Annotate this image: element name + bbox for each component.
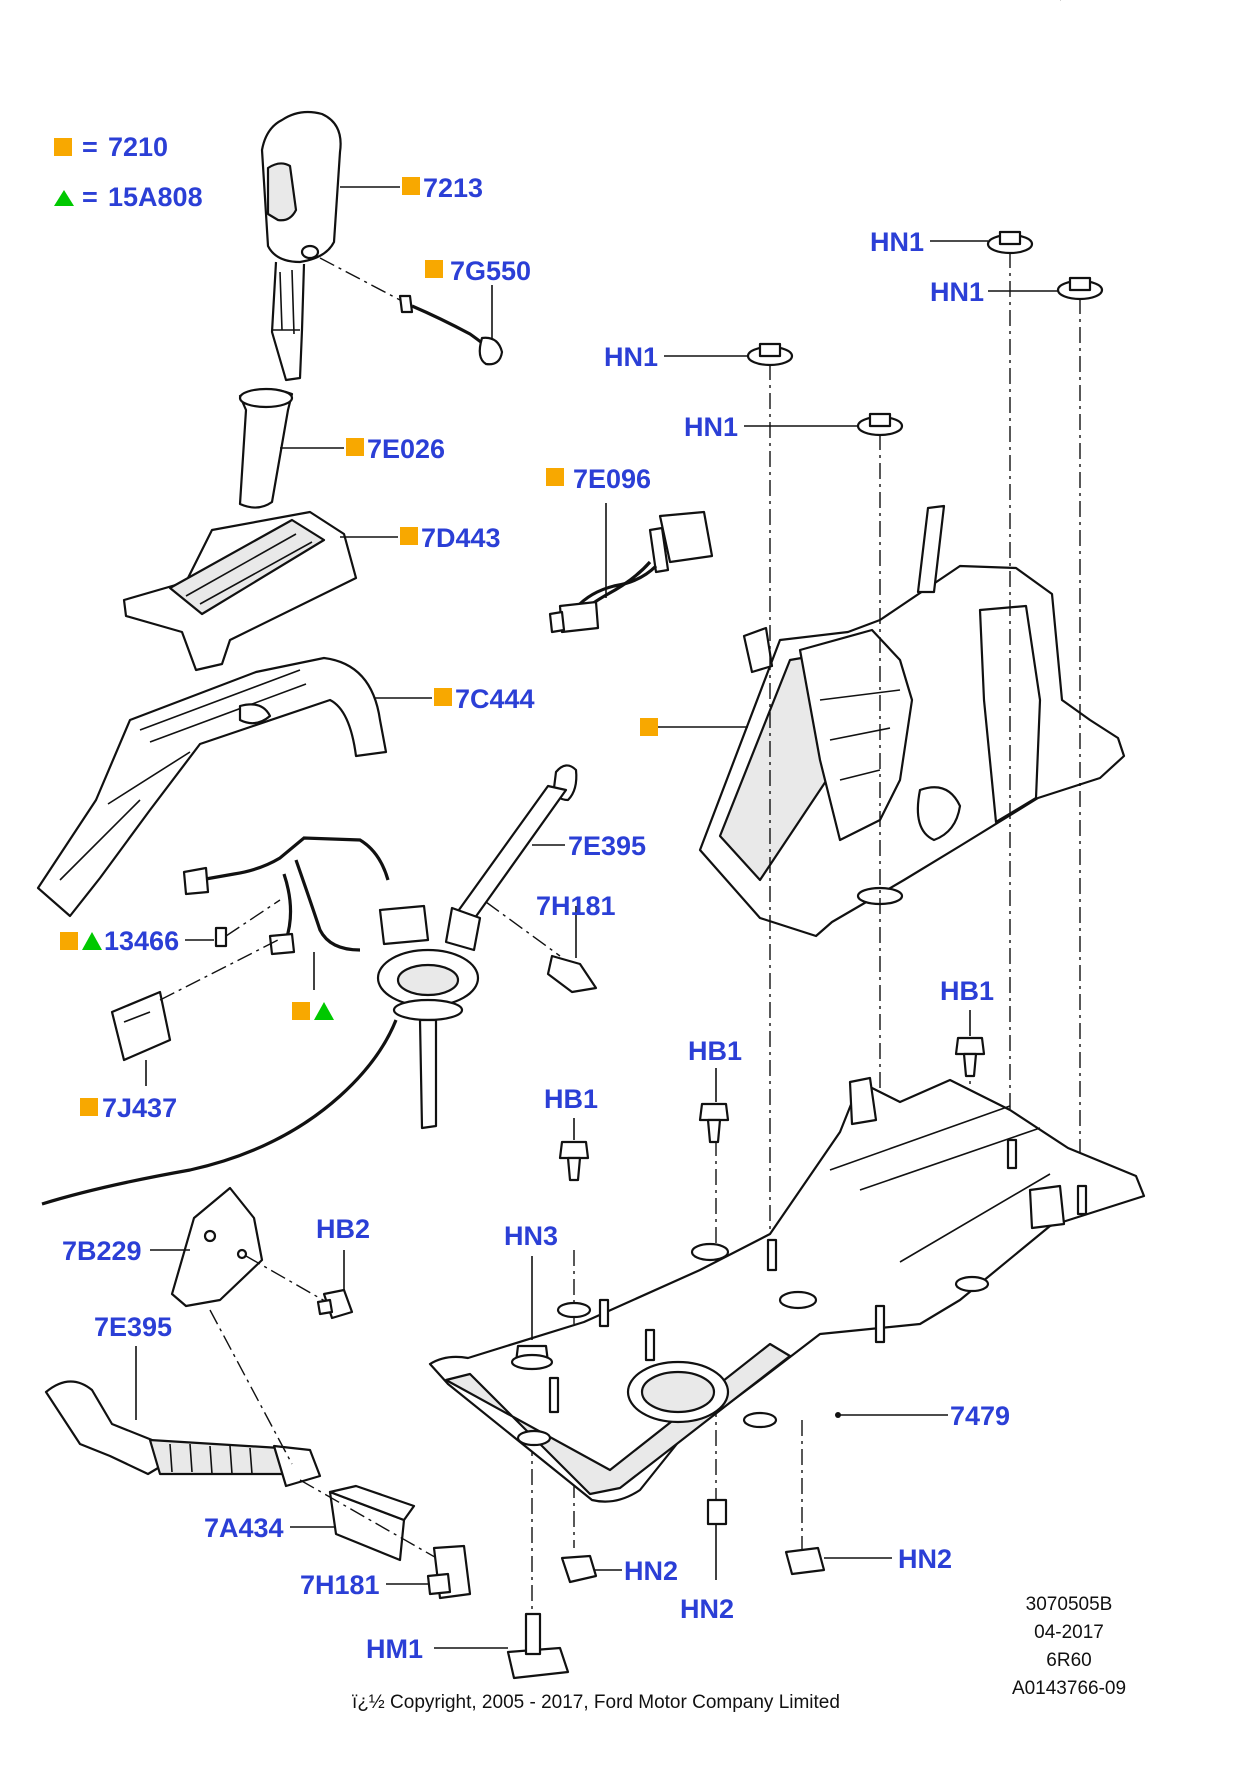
legend-code-7210: 7210 <box>108 132 168 162</box>
legend-square-marker <box>54 138 72 156</box>
callout-7479: 7479 <box>950 1401 1010 1431</box>
callout-hn3: HN3 <box>504 1221 558 1251</box>
callout-hb1-b: HB1 <box>688 1036 742 1066</box>
callout-7e395-upper: 7E395 <box>568 831 646 861</box>
shift-cable-7e395-upper <box>444 764 578 952</box>
harness-13466 <box>182 836 430 956</box>
callout-hn2-a: HN2 <box>624 1556 678 1586</box>
callout-7e026: 7E026 <box>367 434 445 464</box>
shift-knob <box>260 110 342 382</box>
callout-hn1-a: HN1 <box>870 227 924 257</box>
callout-7e395-lower: 7E395 <box>94 1312 172 1342</box>
legend: = 7210 = 15A808 <box>54 132 203 212</box>
hn3-nut <box>510 1256 554 1371</box>
cable-grommet <box>41 948 480 1206</box>
drawing-ref: 3070505B <box>1026 1594 1113 1615</box>
callout-7j437: 7J437 <box>102 1093 177 1123</box>
legend-triangle-marker <box>54 190 74 206</box>
hb1-bolts <box>558 1010 986 1182</box>
drawing-metadata: 3070505B 04-2017 6R60 A0143766-09 <box>1012 1594 1126 1699</box>
legend-code-15A808: 15A808 <box>108 182 203 212</box>
drawing-date: 04-2017 <box>1034 1622 1104 1643</box>
callout-hn2-b: HN2 <box>680 1594 734 1624</box>
console-trim-7c444 <box>36 656 388 918</box>
callout-13466: 13466 <box>104 926 179 956</box>
callout-7e096: 7E096 <box>573 464 651 494</box>
callout-hm1: HM1 <box>366 1634 423 1664</box>
callout-hn1-c: HN1 <box>604 342 658 372</box>
callout-7g550: 7G550 <box>450 256 531 286</box>
copyright: ï¿½ Copyright, 2005 - 2017, Ford Motor C… <box>352 1692 840 1713</box>
clip-7h181-lower <box>386 1544 472 1600</box>
bracket-7a434 <box>290 1479 441 1562</box>
callout-7h181-lower: 7H181 <box>300 1570 380 1600</box>
callout-hb1-a: HB1 <box>544 1084 598 1114</box>
legend-equals-2: = <box>82 182 98 212</box>
drawing-model: 6R60 <box>1046 1650 1091 1671</box>
clip-7h181-upper <box>485 901 598 994</box>
module-7j437 <box>110 939 279 1086</box>
callout-7a434: 7A434 <box>204 1513 284 1543</box>
callout-7c444: 7C444 <box>455 684 535 714</box>
boot-7e026 <box>238 387 294 509</box>
marker-square-housing <box>640 718 658 736</box>
callout-7213: 7213 <box>423 173 483 203</box>
hn2-clips <box>560 1498 892 1584</box>
callout-hb1-c: HB1 <box>940 976 994 1006</box>
hm1-mount <box>434 1612 570 1680</box>
callout-hn1-d: HN1 <box>684 412 738 442</box>
callout-7b229: 7B229 <box>62 1236 142 1266</box>
callout-7h181-upper: 7H181 <box>536 891 616 921</box>
marker-square-harness <box>292 1002 310 1020</box>
hb2-bolt <box>316 1250 354 1320</box>
wire-7g550 <box>319 257 504 366</box>
shift-cable-7e395-lower <box>44 1309 322 1488</box>
drawing-code: A0143766-09 <box>1012 1678 1126 1699</box>
solenoid-7e096 <box>548 503 714 634</box>
callout-hb2: HB2 <box>316 1214 370 1244</box>
bracket-7b229 <box>150 1186 331 1308</box>
callout-hn1-b: HN1 <box>930 277 984 307</box>
base-plate-7479 <box>428 1076 1146 1503</box>
callout-7d443: 7D443 <box>421 523 501 553</box>
bezel-7d443 <box>122 510 358 672</box>
gearshift-housing <box>698 504 1126 938</box>
marker-triangle-harness <box>314 1002 334 1020</box>
hn1-nuts <box>664 230 1104 437</box>
legend-equals-1: = <box>82 132 98 162</box>
callout-hn2-c: HN2 <box>898 1544 952 1574</box>
